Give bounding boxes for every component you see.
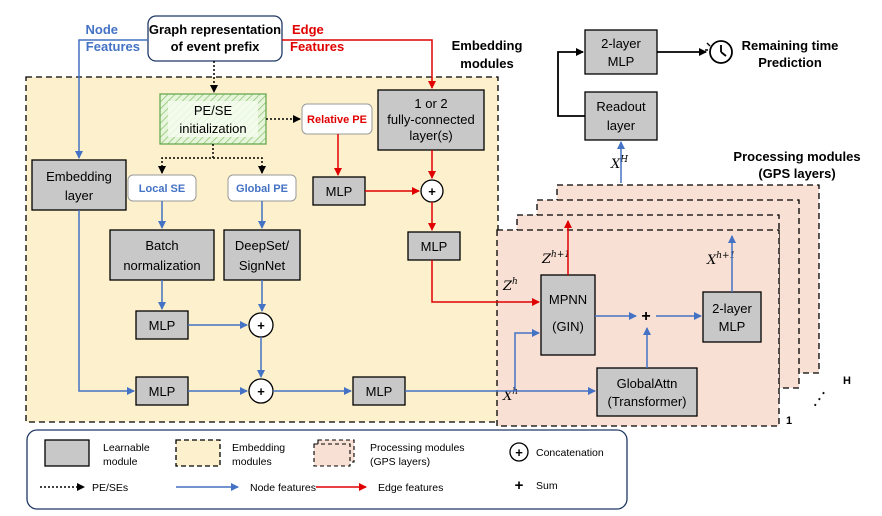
pe-se-label-2: initialization xyxy=(179,121,246,136)
legend-node-features-label: Node features xyxy=(250,482,316,494)
fully-connected-box xyxy=(377,89,485,151)
embedding-layer-label-1: Embedding xyxy=(46,169,112,184)
readout-label-1: Readout xyxy=(596,99,646,114)
remaining-time-label-2: Prediction xyxy=(758,55,822,70)
mlp2-top-label-1: 2-layer xyxy=(601,36,641,51)
mlp2-processing-label-2: MLP xyxy=(719,319,746,334)
legend-embedding-label-2: modules xyxy=(232,456,272,468)
edge-features-label-2: Features xyxy=(290,39,344,54)
local-se-label: Local SE xyxy=(139,183,185,195)
mlp-node-label: MLP xyxy=(149,384,176,399)
fc-label-2: fully-connected xyxy=(387,112,474,127)
mpnn-gin-box xyxy=(540,274,596,356)
readout-layer-box xyxy=(584,91,658,141)
mlp-local-se-box xyxy=(135,310,189,340)
mlp2-top-label-2: MLP xyxy=(608,54,635,69)
mlp-final-node-label: MLP xyxy=(366,384,393,399)
legend-processing-label-1: Processing modules xyxy=(370,442,465,454)
remaining-time-label-1: Remaining time xyxy=(742,38,839,53)
arrow-readout-mlp2 xyxy=(557,48,585,117)
global-pe-label: Global PE xyxy=(236,183,288,195)
globalattn-label-1: GlobalAttn xyxy=(617,376,678,391)
legend-learnable-label-2: module xyxy=(103,456,138,468)
mlp2-processing-label-1: 2-layer xyxy=(712,301,752,316)
graph-representation-label-1: Graph representation xyxy=(149,22,281,37)
math-Xh1: Xh+1 xyxy=(706,251,735,268)
pe-se-label-1: PE/SE xyxy=(194,103,233,118)
mlp-edge-label: MLP xyxy=(421,239,448,254)
legend-embedding-swatch xyxy=(175,439,221,467)
layer-1-label: 1 xyxy=(786,415,792,427)
concat-pe-plus: + xyxy=(257,318,265,333)
deepset-label-2: SignNet xyxy=(239,258,286,273)
legend-concat-symbol xyxy=(509,442,529,462)
processing-modules-label-1: Processing modules xyxy=(733,149,860,164)
node-features-label-2: Features xyxy=(86,39,140,54)
arrow-embedding-mlp xyxy=(78,210,135,395)
edge-features-label-1: Edge xyxy=(292,22,324,37)
globalattn-label-2: (Transformer) xyxy=(608,394,687,409)
arrow-edge-features xyxy=(282,39,436,89)
mlp-relative-pe-label: MLP xyxy=(326,184,353,199)
arrow-xh-mpnn xyxy=(514,329,540,391)
node-features-label-1: Node xyxy=(86,22,119,37)
legend-learnable-swatch xyxy=(44,439,90,467)
arrow-node-features xyxy=(75,39,148,159)
mlp-relative-pe-box xyxy=(312,176,366,206)
embedding-layer-box xyxy=(31,159,127,211)
math-Xh: Xh xyxy=(502,387,518,404)
deepset-signnet-box xyxy=(223,229,301,281)
sum-plus-processing: + xyxy=(641,308,650,325)
embedding-modules-label-1: Embedding xyxy=(452,38,523,53)
batch-norm-label-2: normalization xyxy=(123,258,200,273)
legend-learnable-label-1: Learnable xyxy=(103,442,150,454)
math-Zh1: Zh+1 xyxy=(541,250,570,267)
relative-pe-label: Relative PE xyxy=(307,114,367,126)
fc-label-3: layer(s) xyxy=(409,128,452,143)
clock-icon xyxy=(705,40,733,64)
legend-sum-plus: + xyxy=(515,477,524,494)
mlp-edge-box xyxy=(407,231,461,261)
mpnn-label-1: MPNN xyxy=(549,292,587,307)
readout-label-2: layer xyxy=(607,118,636,133)
processing-modules-label-2: (GPS layers) xyxy=(758,166,835,181)
legend-processing-label-2: (GPS layers) xyxy=(370,456,430,468)
deepset-label-1: DeepSet/ xyxy=(235,238,290,253)
fc-label-1: 1 or 2 xyxy=(414,96,447,111)
legend-embedding-label-1: Embedding xyxy=(232,442,285,454)
legend-pe-ses-label: PE/SEs xyxy=(92,482,128,494)
math-Zh: Zh xyxy=(502,277,518,294)
graph-representation-label-2: of event prefix xyxy=(171,39,261,54)
globalattn-box xyxy=(596,367,698,417)
legend-sum-label: Sum xyxy=(536,480,558,492)
arrow-edge-to-mpnn xyxy=(431,260,540,306)
concat-node-plus: + xyxy=(257,384,265,399)
concat-edge-plus: + xyxy=(428,184,436,199)
embedding-layer-label-2: layer xyxy=(65,188,94,203)
graph-representation-box xyxy=(147,15,283,62)
layer-h-label: H xyxy=(843,375,851,387)
legend-concatenation-label: Concatenation xyxy=(536,447,604,459)
batch-norm-label-1: Batch xyxy=(145,238,178,253)
math-XH: XH xyxy=(610,155,628,172)
mlp-node-box xyxy=(135,376,189,406)
mlp-local-se-label: MLP xyxy=(149,318,176,333)
layer-dots: . . . xyxy=(805,385,828,408)
mlp2-processing-box xyxy=(702,291,762,343)
legend-concat-plus: + xyxy=(515,445,523,460)
mpnn-label-2: (GIN) xyxy=(552,319,584,334)
legend-edge-features-label: Edge features xyxy=(378,482,443,494)
arrow-pe-split xyxy=(161,144,263,173)
relative-pe-box xyxy=(301,103,373,135)
embedding-modules-label-2: modules xyxy=(460,56,513,71)
legend-processing-swatch xyxy=(313,439,355,467)
